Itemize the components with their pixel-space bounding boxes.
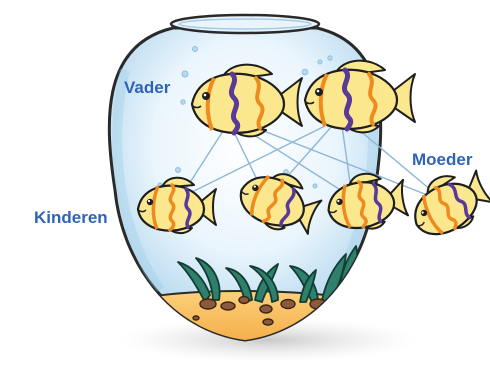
mother-label: Moeder bbox=[412, 151, 472, 168]
children-label: Kinderen bbox=[34, 209, 108, 226]
bowl-rim bbox=[171, 15, 319, 33]
father-label: Vader bbox=[124, 79, 170, 96]
child-fish-4 bbox=[402, 161, 490, 247]
